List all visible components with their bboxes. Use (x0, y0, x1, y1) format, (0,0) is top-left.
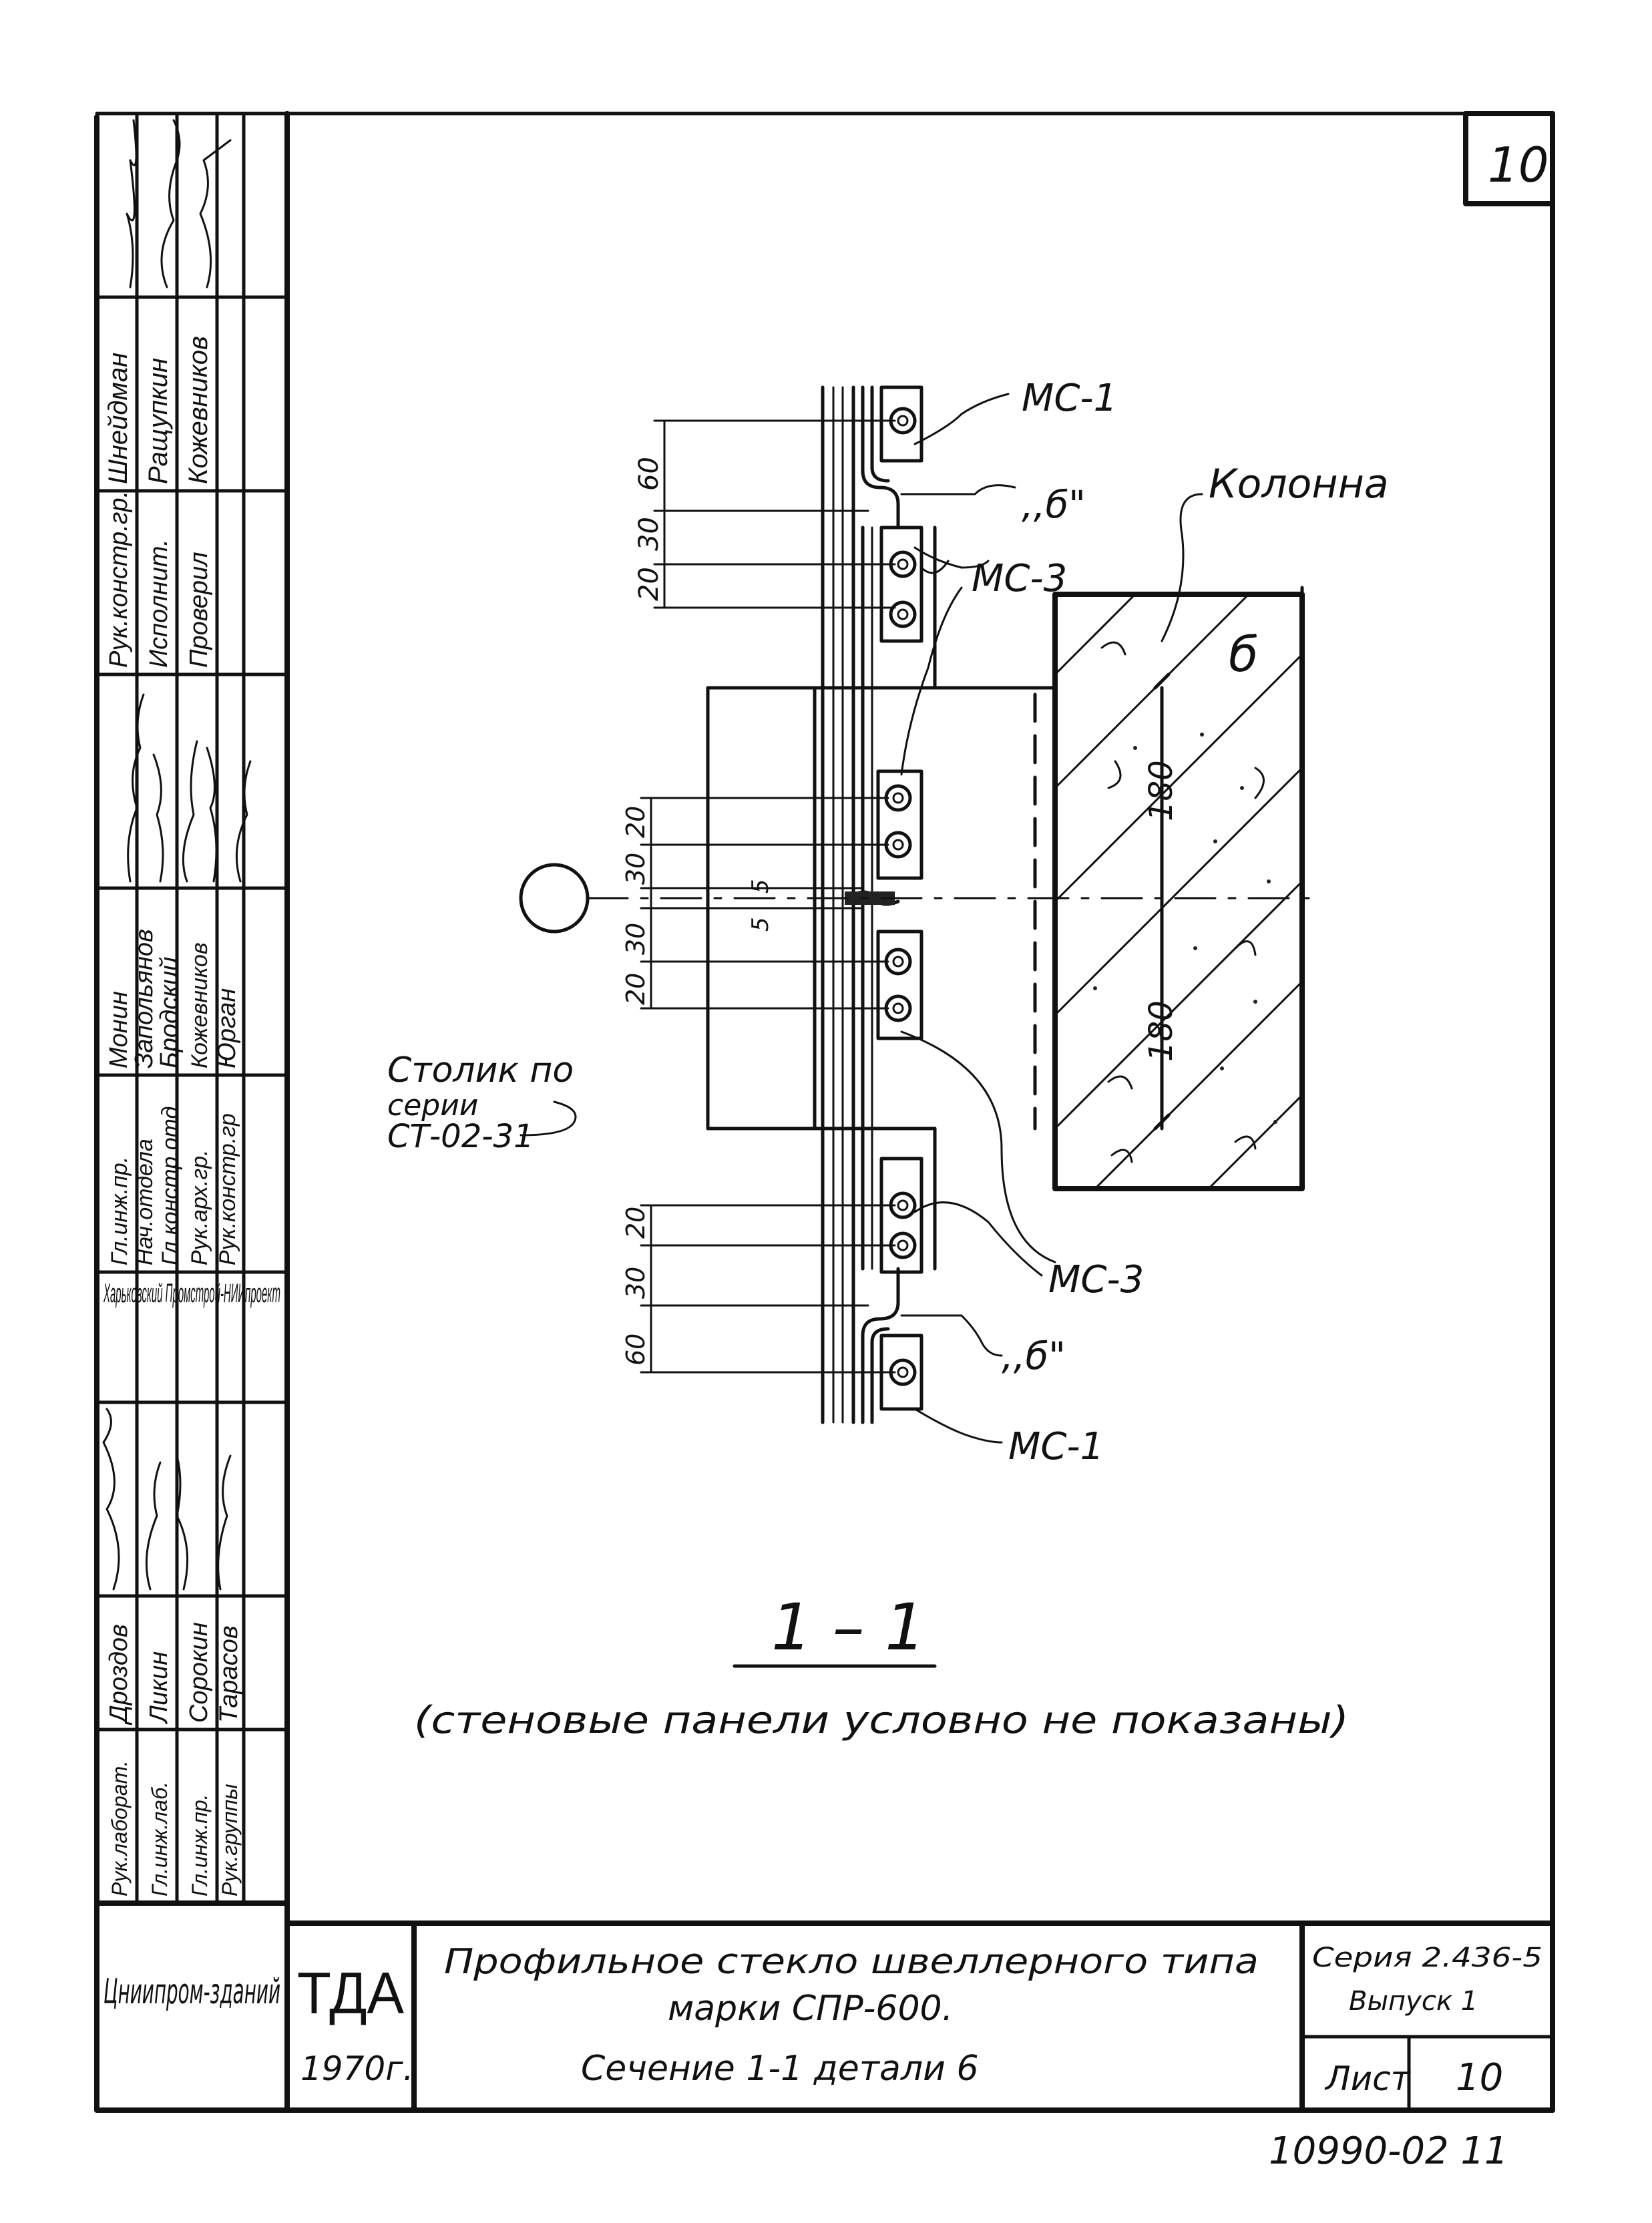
stamp-role: Гл.констр.отд (158, 1106, 183, 1265)
fastening-plate-mid-upper (876, 769, 923, 880)
column: б 180 180 (1052, 586, 1305, 1191)
issue-label: Выпуск 1 (1349, 1986, 1478, 2017)
signatures-top (126, 119, 232, 288)
fastening-plate-mc3-bottom (879, 1157, 923, 1274)
dimension-chain-middle: 20 30 5 5 30 20 (621, 797, 889, 1010)
stamp-role: Гл.инж.лаб. (148, 1782, 172, 1896)
stamp-name: Сорокин (185, 1622, 213, 1723)
organization-name: Цниипром-зданий (104, 1972, 280, 2012)
channel-bend-bottom (861, 1267, 900, 1424)
dim-mid-20b: 20 (621, 973, 650, 1005)
section-title: 1 – 1 (771, 1590, 925, 1665)
column-dimension-upper: 180 (1143, 760, 1180, 821)
stamp-role: Гл.инж.пр. (188, 1794, 212, 1896)
label-b-bottom: ,,б" (1002, 1335, 1066, 1378)
sheet-number-box: 10 (1463, 111, 1555, 206)
dim-top-60: 60 (634, 457, 664, 491)
stamp-role: Гл.инж.пр. (107, 1157, 132, 1265)
label-column: Колонна (1209, 461, 1389, 508)
axis-marker-circle (519, 863, 590, 934)
column-dimension-lower: 180 (1143, 1000, 1180, 1062)
fastening-plate-mc3-top (879, 526, 923, 643)
signatures-middle (127, 693, 252, 883)
stamp-name: Монин (105, 991, 133, 1068)
drawing-number: 10990-02 11 (1269, 2130, 1508, 2173)
label-mc3-top: МС-3 (972, 557, 1067, 600)
label-table-line1: Столик по (387, 1050, 574, 1090)
title-line-1: Профильное стекло швеллерного типа (444, 1942, 1259, 1982)
stamp-role: Рук.констр.гр (215, 1113, 240, 1265)
stamp-name: Бродский (156, 957, 184, 1068)
stamp-role: Рук.группы (218, 1784, 242, 1896)
dim-mid-30b: 30 (621, 923, 650, 955)
label-table-line3: СТ-02-31 (387, 1118, 534, 1155)
stamp-role: Рук.лаборат. (108, 1760, 132, 1896)
joint-seal (845, 891, 895, 905)
dim-mid-5b: 5 (747, 917, 774, 932)
label-b-top: ,,б" (1022, 483, 1086, 527)
dim-mid-30a: 30 (621, 853, 650, 885)
stamp-name: Юрган (213, 988, 241, 1068)
stamp-name: Дроздов (105, 1624, 133, 1726)
label-mc3-bottom: МС-3 (1048, 1258, 1144, 1301)
dim-bot-60: 60 (621, 1334, 650, 1366)
side-stamp: Рук.констр.гр. Исполнит. Проверил Шнейдм… (95, 111, 290, 2113)
leader-lines (520, 393, 1203, 1444)
section-note: (стеновые панели условно не показаны) (414, 1699, 1349, 1742)
stamp-name: Запольянов (130, 929, 158, 1068)
label-table-line2: серии (387, 1088, 478, 1123)
sheet-number: 10 (1488, 137, 1549, 193)
drawing-code: ТДА (297, 1960, 404, 2026)
label-mc1-top: МС-1 (1022, 377, 1117, 420)
section-drawing: б 180 180 60 30 20 20 30 5 5 (387, 377, 1389, 1742)
column-letter: б (1229, 626, 1258, 682)
dim-mid-20a: 20 (621, 806, 650, 838)
drawing-year: 1970г. (300, 2049, 413, 2088)
stamp-name: Ликин (145, 1651, 173, 1725)
stamp-role: Нач.отдела (132, 1139, 158, 1265)
dimension-chain-bottom: 20 30 60 (621, 1204, 896, 1374)
dim-bot-20: 20 (621, 1207, 650, 1239)
institute-line: Харьковский Промстрой-НИИпроект (104, 1279, 280, 1308)
series-label: Серия 2.436-5 (1312, 1943, 1542, 1973)
stamp-name: Тарасов (215, 1625, 243, 1723)
stamp-role: Исполнит. (145, 539, 173, 668)
dim-top-20: 20 (634, 567, 664, 601)
title-block: Цниипром-зданий ТДА 1970г. Профильное ст… (94, 1900, 1555, 2113)
dim-bot-30: 30 (621, 1267, 650, 1299)
stamp-name: Шнейдман (104, 353, 133, 484)
stamp-role: Рук.констр.гр. (105, 491, 133, 668)
sheet-value: 10 (1456, 2056, 1503, 2099)
sheet-label: Лист (1324, 2059, 1412, 2098)
dim-mid-5a: 5 (747, 879, 774, 893)
fastening-plate-mc1-top (879, 385, 923, 463)
stamp-name: Ращупкин (144, 358, 173, 484)
dim-top-30: 30 (634, 517, 664, 551)
stamp-name: Кожевников (187, 942, 212, 1068)
signatures-bottom (102, 1408, 232, 1591)
dimension-chain-top: 60 30 20 (634, 419, 896, 609)
stamp-name: Кожевников (184, 336, 213, 484)
sheet-frame (94, 112, 1555, 2113)
stamp-role: Проверил (185, 552, 213, 668)
channel-bend-top (861, 385, 900, 530)
fastening-plate-mid-lower (876, 930, 923, 1040)
title-line-3: Сечение 1-1 детали 6 (581, 2049, 979, 2089)
title-line-2: марки СПР-600. (668, 1989, 953, 2029)
label-mc1-bottom: МС-1 (1008, 1425, 1104, 1468)
stamp-role: Рук.арх.гр. (187, 1150, 212, 1265)
